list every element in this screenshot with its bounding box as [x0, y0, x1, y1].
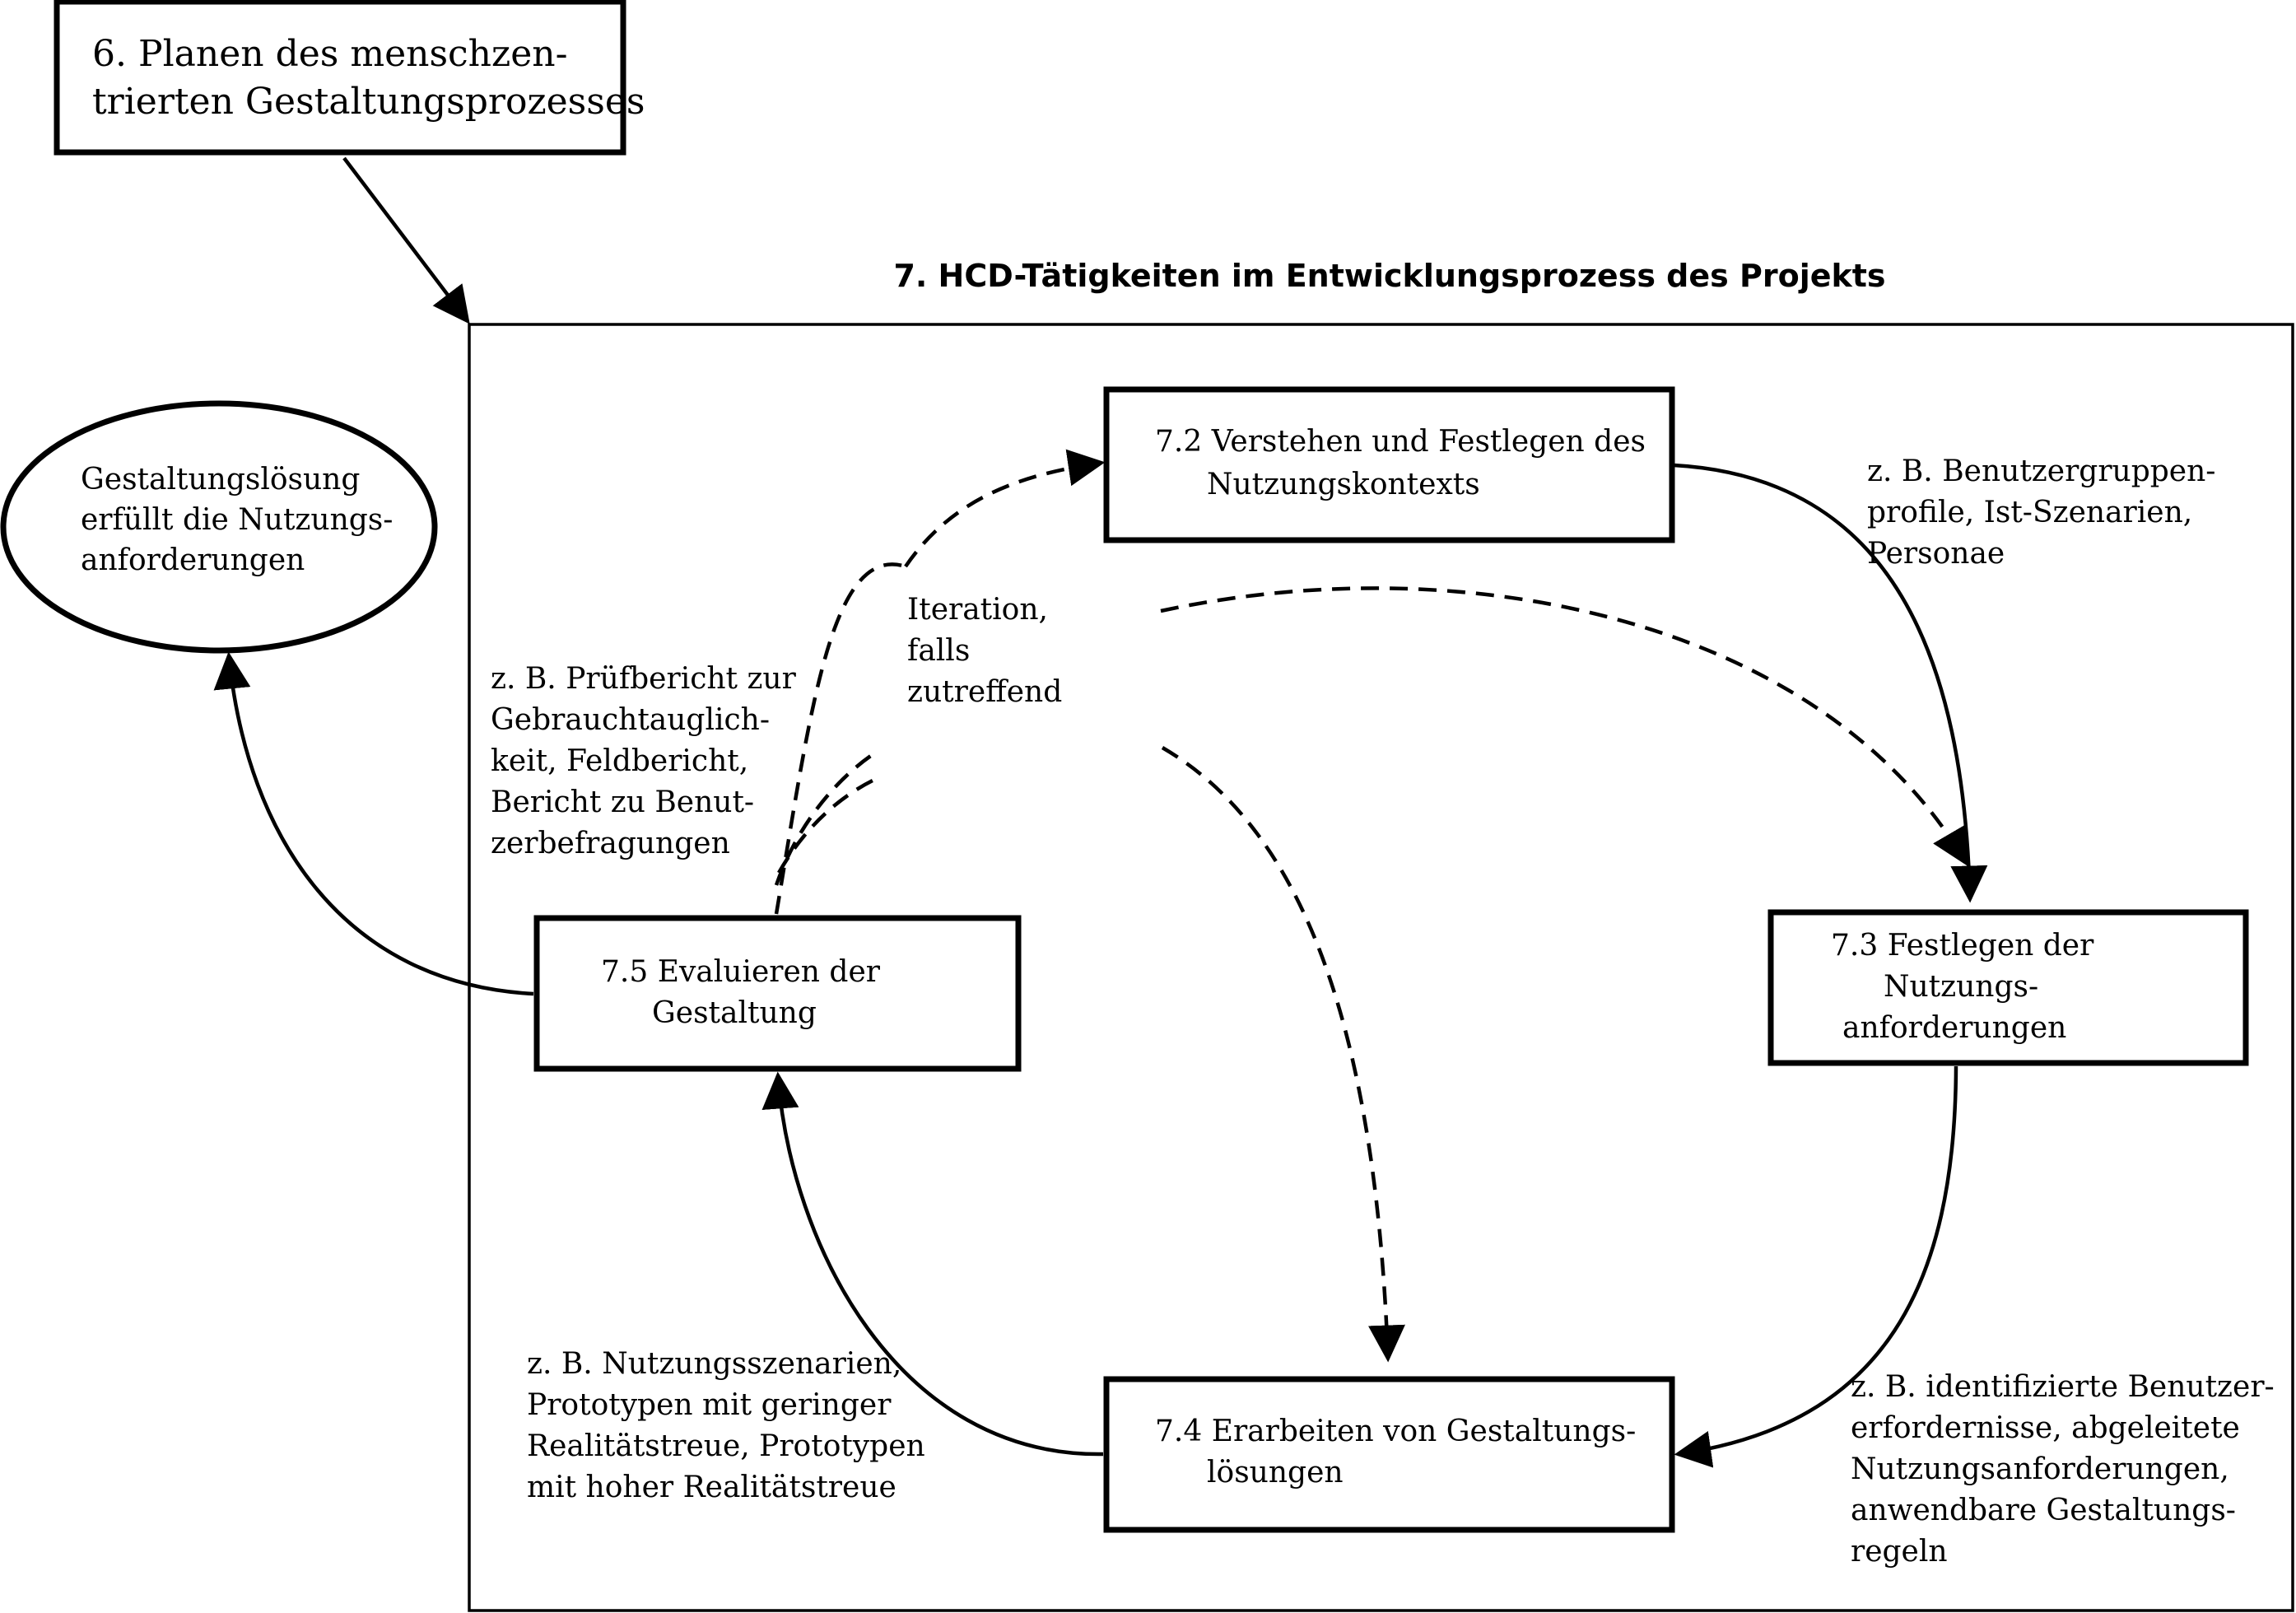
iteration-branch-a: [774, 752, 876, 886]
note-evaluation-line-1: z. B. Prüfbericht zur: [491, 662, 797, 696]
note-context-line-1: z. B. Benutzergruppen-: [1867, 455, 2215, 488]
planning-box-line-1: 6. Planen des menschzen-: [92, 33, 567, 75]
note-evaluation-line-3: keit, Feldbericht,: [491, 744, 748, 778]
iteration-label-line-1: Iteration,: [907, 593, 1048, 627]
step-requirements-line-3: anforderungen: [1842, 1011, 2066, 1045]
arrow-evaluation-to-outcome: [213, 651, 534, 996]
arrow-requirements-to-solutions: [1674, 1065, 1958, 1468]
outcome-line-1: Gestaltungslösung: [81, 463, 360, 496]
note-evaluation-line-2: Gebrauchtauglich-: [491, 703, 770, 737]
note-solutions-line-3: Realitätstreue, Prototypen: [527, 1429, 925, 1463]
project-frame: [468, 323, 2294, 1612]
note-evaluation-line-5: zerbefragungen: [491, 827, 730, 860]
note-solutions-line-4: mit hoher Realitätstreue: [527, 1471, 897, 1504]
planning-to-frame-arrow: [342, 156, 470, 324]
step-context-line-1: 7.2 Verstehen und Festlegen des: [1155, 425, 1646, 459]
note-requirements-line-4: anwendbare Gestaltungs-: [1851, 1494, 2236, 1527]
planning-box-line-2: trierten Gestaltungsprozesses: [92, 81, 645, 123]
step-context-line-2: Nutzungskontexts: [1207, 468, 1480, 501]
note-requirements-line-3: Nutzungsanforderungen,: [1851, 1452, 2229, 1486]
iteration-arrow-to-context: [774, 463, 1101, 915]
step-solutions-box: 7.4 Erarbeiten von Gestaltungs- lösungen: [1103, 1376, 1675, 1533]
step-evaluation-box: 7.5 Evaluieren der Gestaltung: [533, 915, 1022, 1072]
step-context-box: 7.2 Verstehen und Festlegen des Nutzungs…: [1103, 386, 1675, 543]
iteration-label-line-2: falls: [907, 634, 970, 668]
note-context-line-3: Personae: [1867, 537, 2005, 571]
iteration-label-line-3: zutreffend: [907, 675, 1062, 709]
arrow-solutions-to-evaluation: [761, 1071, 1104, 1457]
note-requirements-line-5: regeln: [1851, 1535, 1948, 1569]
note-evaluation-outputs: z. B. Prüfbericht zur Gebrauchtauglich- …: [491, 662, 797, 860]
step-solutions-line-1: 7.4 Erarbeiten von Gestaltungs-: [1155, 1415, 1636, 1448]
note-evaluation-line-4: Bericht zu Benut-: [491, 786, 754, 819]
step-solutions-line-2: lösungen: [1207, 1456, 1344, 1489]
note-solutions-outputs: z. B. Nutzungsszenarien, Prototypen mit …: [527, 1347, 925, 1504]
note-requirements-line-2: erfordernisse, abgeleitete: [1851, 1411, 2240, 1445]
iteration-label: Iteration, falls zutreffend: [907, 593, 1062, 709]
iteration-branch-b: [777, 777, 875, 874]
note-context-line-2: profile, Ist-Szenarien,: [1867, 496, 2192, 529]
planning-box: 6. Planen des menschzen- trierten Gestal…: [54, 0, 645, 156]
iteration-arrow-to-solutions: [1161, 746, 1405, 1363]
note-requirements-outputs: z. B. identifizierte Benutzer- erfordern…: [1851, 1370, 2275, 1569]
frame-title: 7. HCD-Tätigkeiten im Entwicklungsprozes…: [893, 258, 1885, 294]
outcome-line-2: erfüllt die Nutzungs-: [81, 503, 393, 537]
note-solutions-line-2: Prototypen mit geringer: [527, 1388, 892, 1422]
step-evaluation-line-1: 7.5 Evaluieren der: [601, 955, 881, 989]
note-solutions-line-1: z. B. Nutzungsszenarien,: [527, 1347, 901, 1381]
step-requirements-line-2: Nutzungs-: [1884, 970, 2038, 1004]
outcome-line-3: anforderungen: [81, 543, 305, 577]
note-requirements-line-1: z. B. identifizierte Benutzer-: [1851, 1370, 2275, 1404]
note-context-outputs: z. B. Benutzergruppen- profile, Ist-Szen…: [1867, 455, 2215, 571]
iteration-arrow-to-requirements: [1160, 586, 1968, 866]
arrow-context-to-requirements: [1673, 463, 1988, 903]
step-requirements-line-1: 7.3 Festlegen der: [1831, 929, 2094, 963]
step-evaluation-line-2: Gestaltung: [652, 996, 817, 1030]
step-requirements-box: 7.3 Festlegen der Nutzungs- anforderunge…: [1767, 909, 2249, 1066]
outcome-ellipse: Gestaltungslösung erfüllt die Nutzungs- …: [0, 400, 438, 654]
